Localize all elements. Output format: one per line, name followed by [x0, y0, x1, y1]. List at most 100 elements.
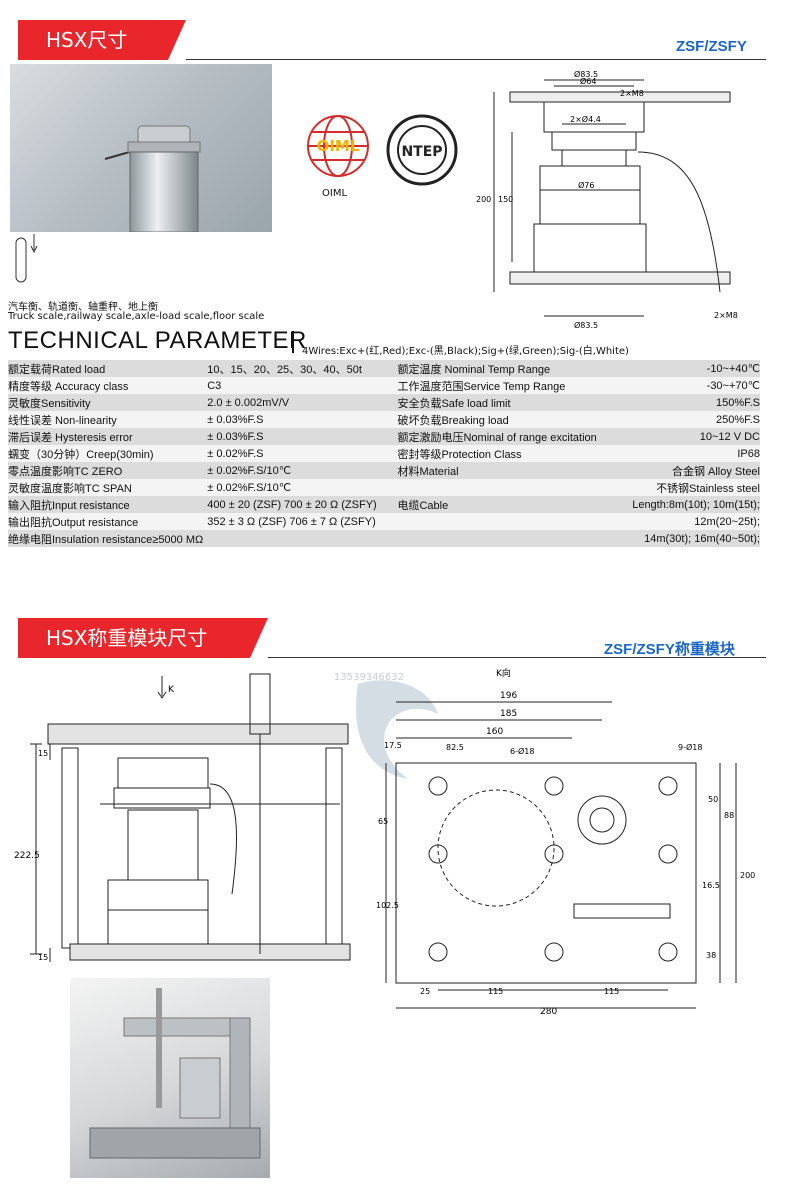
dim-hole: 2×Ø4.4: [570, 114, 601, 124]
dim-65: 65: [378, 817, 388, 826]
param-label-left: 绝缘电阻Insulation resistance≥5000 MΩ: [8, 530, 204, 547]
module-photo: [70, 978, 270, 1178]
usage-en: Truck scale,railway scale,axle-load scal…: [8, 311, 265, 322]
dim-185: 185: [500, 709, 517, 719]
dim-102-5: 102.5: [376, 901, 399, 910]
oiml-logo: OIML: [307, 115, 369, 177]
load-cell-dimension-drawing: Ø83.5 Ø64 2×M8 2×Ø4.4 Ø76 200 150 Ø83.5 …: [476, 69, 738, 330]
usage-cn: 汽车衡、轨道衡、轴重秤、地上衡: [8, 302, 158, 313]
wire-colors: 4Wires:Exc+(红,Red);Exc-(黑,Black);Sig+(绿,…: [302, 346, 629, 357]
dim-280: 280: [540, 1007, 557, 1017]
param-value-left: C3: [203, 377, 398, 394]
holes-9-label: 9-Ø18: [678, 742, 702, 752]
param-label-left: 滞后误差 Hysteresis error: [8, 428, 204, 445]
param-value-right: 不锈钢Stainless steel: [628, 479, 760, 496]
param-value-right: 250%F.S: [628, 411, 760, 428]
oiml-logo-text: OIML: [317, 137, 360, 155]
param-value-left: 2.0 ± 0.002mV/V: [203, 394, 398, 411]
param-label-left: 线性误差 Non-linearity: [8, 411, 204, 428]
dim-top-d2: Ø64: [580, 76, 596, 86]
param-value-left: ± 0.03%F.S: [203, 411, 398, 428]
param-label-right: [397, 530, 629, 547]
fuse-shape-icon: [15, 234, 38, 283]
dim-115-right: 115: [604, 987, 619, 996]
dim-17-5: 17.5: [384, 741, 402, 750]
dim-bottom-d: Ø83.5: [574, 320, 598, 330]
param-label-right: 安全负载Safe load limit: [397, 394, 629, 411]
dim-88: 88: [724, 811, 734, 820]
plan-k-label: K向: [496, 668, 511, 679]
section-divider: [186, 59, 766, 60]
param-value-right: 14m(30t); 16m(40~50t);: [628, 530, 760, 547]
dim-15-top: 15: [38, 749, 48, 758]
dim-body-d: Ø76: [578, 180, 594, 190]
dim-200: 200: [740, 871, 755, 880]
parameter-row: 绝缘电阻Insulation resistance≥5000 MΩ 14m(30t…: [8, 530, 760, 547]
section-title-module: HSX称重模块尺寸: [18, 618, 268, 658]
dim-screw-bottom: 2×M8: [714, 311, 738, 320]
param-value-right: -30~+70℃: [628, 377, 760, 394]
param-label-left: 灵敏度Sensitivity: [8, 394, 204, 411]
dim-16-5: 16.5: [702, 881, 720, 890]
dim-82-5: 82.5: [446, 743, 464, 752]
dim-115-left: 115: [488, 987, 503, 996]
tech-parameter-title: TECHNICAL PARAMETER: [8, 327, 307, 354]
brand-label: ZSF/ZSFY: [676, 38, 747, 55]
param-label-left: 精度等级 Accuracy class: [8, 377, 204, 394]
param-label-left: 蠕变（30分钟）Creep(30min): [8, 445, 204, 462]
tech-title-bar: [292, 331, 294, 353]
dim-160: 160: [486, 727, 503, 737]
param-value-right: 合金钢 Alloy Steel: [628, 462, 760, 479]
param-value-right: -10~+40℃: [628, 360, 760, 377]
param-value-right: Length:8m(10t); 10m(15t);: [628, 496, 760, 513]
parameter-row: 灵敏度温度影响TC SPAN± 0.02%F.S/10℃ 不锈钢Stainless…: [8, 479, 760, 496]
param-value-right: 10~12 V DC: [628, 428, 760, 445]
param-value-left: ± 0.02%F.S/10℃: [203, 462, 398, 479]
module-side-drawing: K 222.5 15 15: [14, 673, 351, 962]
param-label-left: 灵敏度温度影响TC SPAN: [8, 479, 204, 496]
param-label-right: 电缆Cable: [397, 496, 629, 513]
param-value-left: 10、15、20、25、30、40、50t: [203, 360, 398, 377]
holes-6-label: 6-Ø18: [510, 746, 534, 756]
param-label-right: 额定温度 Nominal Temp Range: [397, 360, 629, 377]
section-title-hsx: HSX尺寸: [18, 20, 186, 60]
ntep-logo: NTEP: [386, 114, 458, 186]
load-cell-photo: [10, 64, 272, 257]
module-k-arrow-label: K: [168, 685, 175, 695]
param-label-right: 破坏负载Breaking load: [397, 411, 629, 428]
dim-50: 50: [708, 795, 718, 804]
param-label-right: 额定激励电压Nominal of range excitation: [397, 428, 629, 445]
oiml-caption: OIML: [322, 188, 348, 199]
param-label-right: [397, 479, 629, 496]
param-value-right: 12m(20~25t);: [628, 513, 760, 530]
param-label-left: 输入阻抗Input resistance: [8, 496, 204, 513]
dim-height-body: 150: [498, 195, 513, 204]
module-photo-illustration: [89, 988, 261, 1159]
param-label-left: 零点温度影响TC ZERO: [8, 462, 204, 479]
dim-25: 25: [420, 987, 430, 996]
eagle-watermark: 13539346632: [334, 672, 438, 779]
param-value-left: ± 0.02%F.S/10℃: [203, 479, 398, 496]
dim-top-d1: Ø83.5: [574, 69, 598, 79]
param-value-right: 150%F.S: [628, 394, 760, 411]
watermark-phone: 13539346632: [334, 672, 404, 683]
param-label-right: 材料Material: [397, 462, 629, 479]
param-label-right: 工作温度范围Service Temp Range: [397, 377, 629, 394]
param-label-left: 额定载荷Rated load: [8, 360, 204, 377]
ntep-logo-text: NTEP: [401, 144, 442, 160]
dim-screw-top: 2×M8: [620, 89, 644, 98]
module-plan-drawing: K向 196 185 160 17.5 82.5 6-Ø18 9-Ø18 65 …: [376, 668, 755, 1017]
param-value-right: IP68: [628, 445, 760, 462]
module-brand-label: ZSF/ZSFY称重模块: [604, 641, 735, 658]
dim-15-bottom: 15: [38, 953, 48, 962]
dim-222-5: 222.5: [14, 851, 40, 861]
